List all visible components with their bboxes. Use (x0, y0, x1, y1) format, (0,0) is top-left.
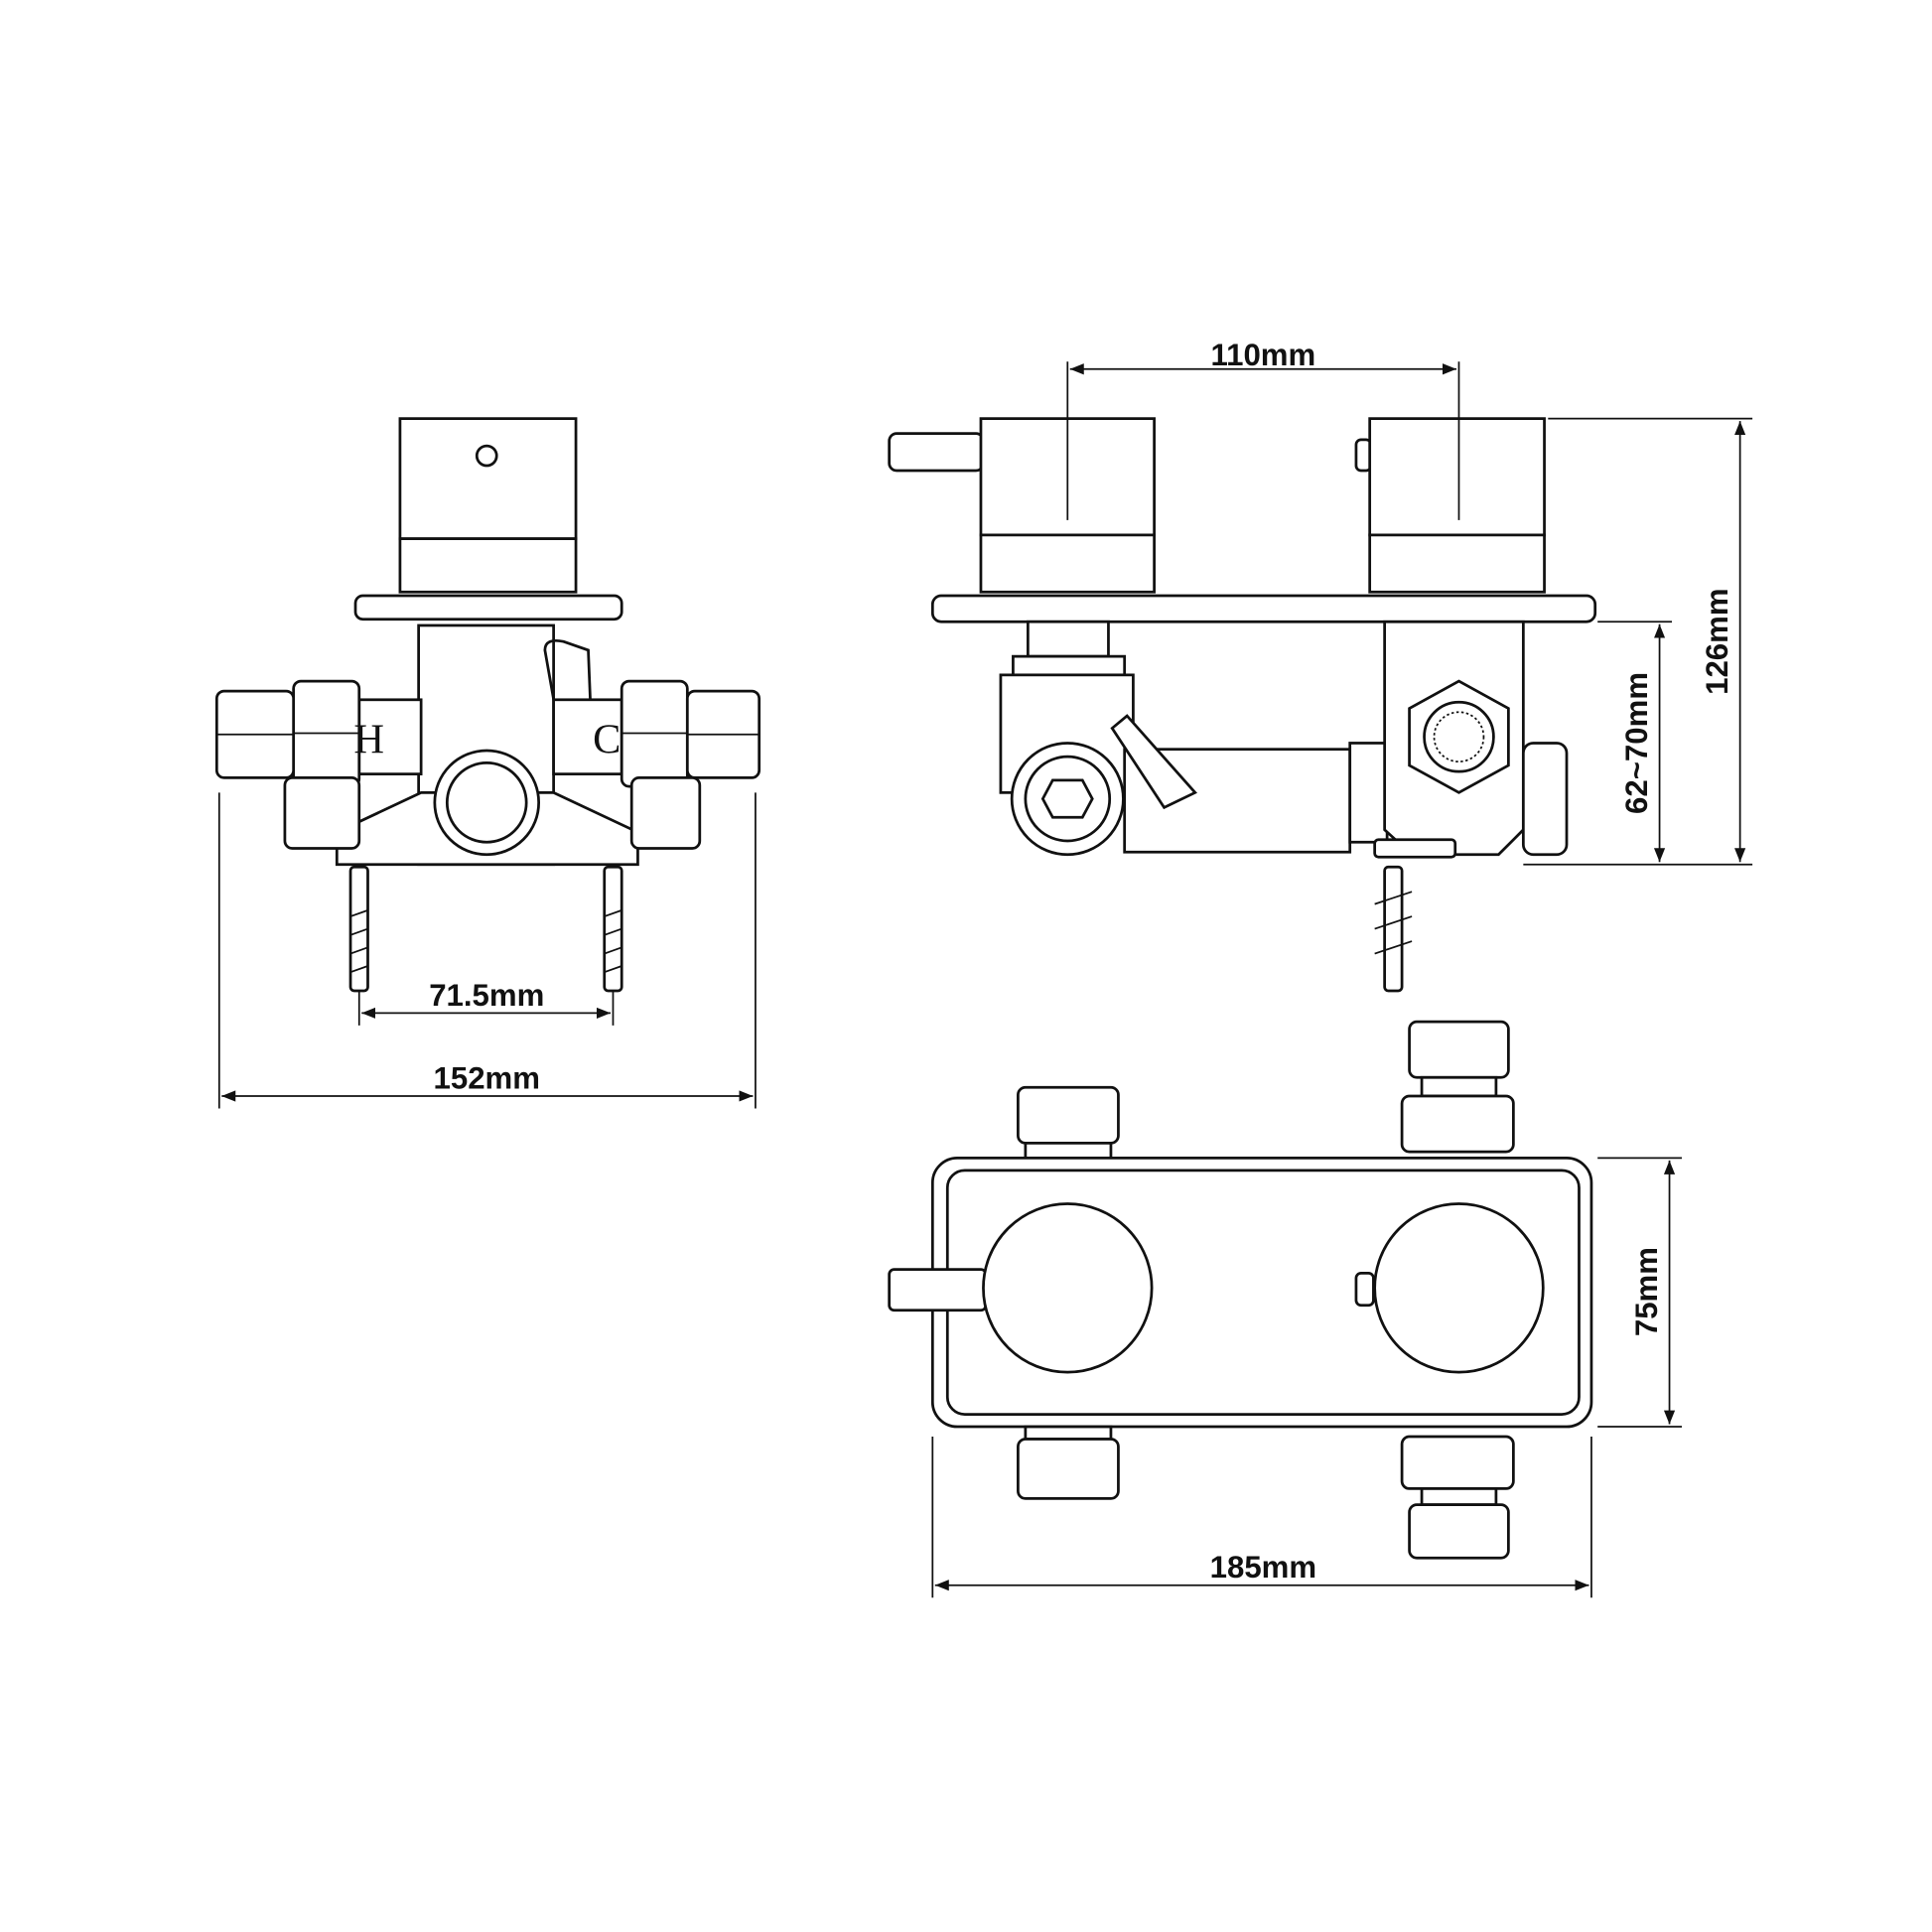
collar-right (1368, 533, 1546, 594)
knob-button-top (1354, 1271, 1375, 1308)
dimension-overall-width: 152mm (434, 1060, 540, 1095)
wall-anchor-left (348, 865, 369, 993)
diverter-lever-top (888, 1268, 988, 1312)
bracket (1110, 714, 1198, 810)
bottom-nut-right-outer (1408, 1503, 1510, 1560)
hex-socket (1040, 778, 1094, 819)
outlet-port-side (1010, 742, 1125, 857)
front-view: H C 71.5mm 152mm (214, 417, 761, 1109)
dimension-anchor-spacing: 71.5mm (429, 978, 544, 1013)
stem-nut-left (1012, 654, 1127, 677)
diverter-lever (888, 432, 985, 473)
knob-indicator-hole (475, 444, 498, 468)
wall-anchor-right (603, 865, 623, 993)
top-nut-right-outer (1408, 1020, 1510, 1079)
cover-plate (930, 594, 1597, 623)
knob (398, 417, 578, 541)
inlet-pipe-right (552, 698, 623, 776)
dimension-wall-depth: 62~70mm (1619, 672, 1654, 814)
dimension-knob-spacing: 110mm (1211, 338, 1316, 372)
knob-face-right (1373, 1202, 1545, 1374)
knob-right (1368, 417, 1546, 537)
anchor-bracket (1373, 838, 1457, 859)
side-view: 110mm 126mm 62~70mm (888, 338, 1753, 993)
top-nut-right-inner (1400, 1094, 1515, 1154)
wall-anchor-side (1374, 865, 1413, 993)
lower-nut-right (629, 776, 702, 850)
side-nut (1521, 742, 1569, 857)
dimension-overall-height: 126mm (1700, 588, 1734, 694)
lower-nut-left (283, 776, 361, 850)
top-view: 185mm 75mm (888, 1020, 1683, 1598)
hot-label: H (353, 716, 384, 762)
outlet-port (433, 749, 541, 857)
pipe-coupling (1348, 742, 1389, 844)
inlet-hex-nut (1408, 679, 1510, 794)
knob-face-left (982, 1202, 1154, 1374)
top-nut-left (1017, 1085, 1120, 1145)
dimension-plate-height: 75mm (1629, 1247, 1664, 1336)
collar-left (979, 533, 1156, 594)
dimension-plate-width: 185mm (1210, 1550, 1316, 1585)
bottom-nut-left (1017, 1438, 1120, 1500)
cover-plate (353, 594, 623, 621)
cold-label: C (593, 716, 621, 762)
knob-collar (398, 537, 578, 594)
bottom-nut-right-inner (1400, 1435, 1515, 1490)
stem-left (1026, 620, 1110, 658)
